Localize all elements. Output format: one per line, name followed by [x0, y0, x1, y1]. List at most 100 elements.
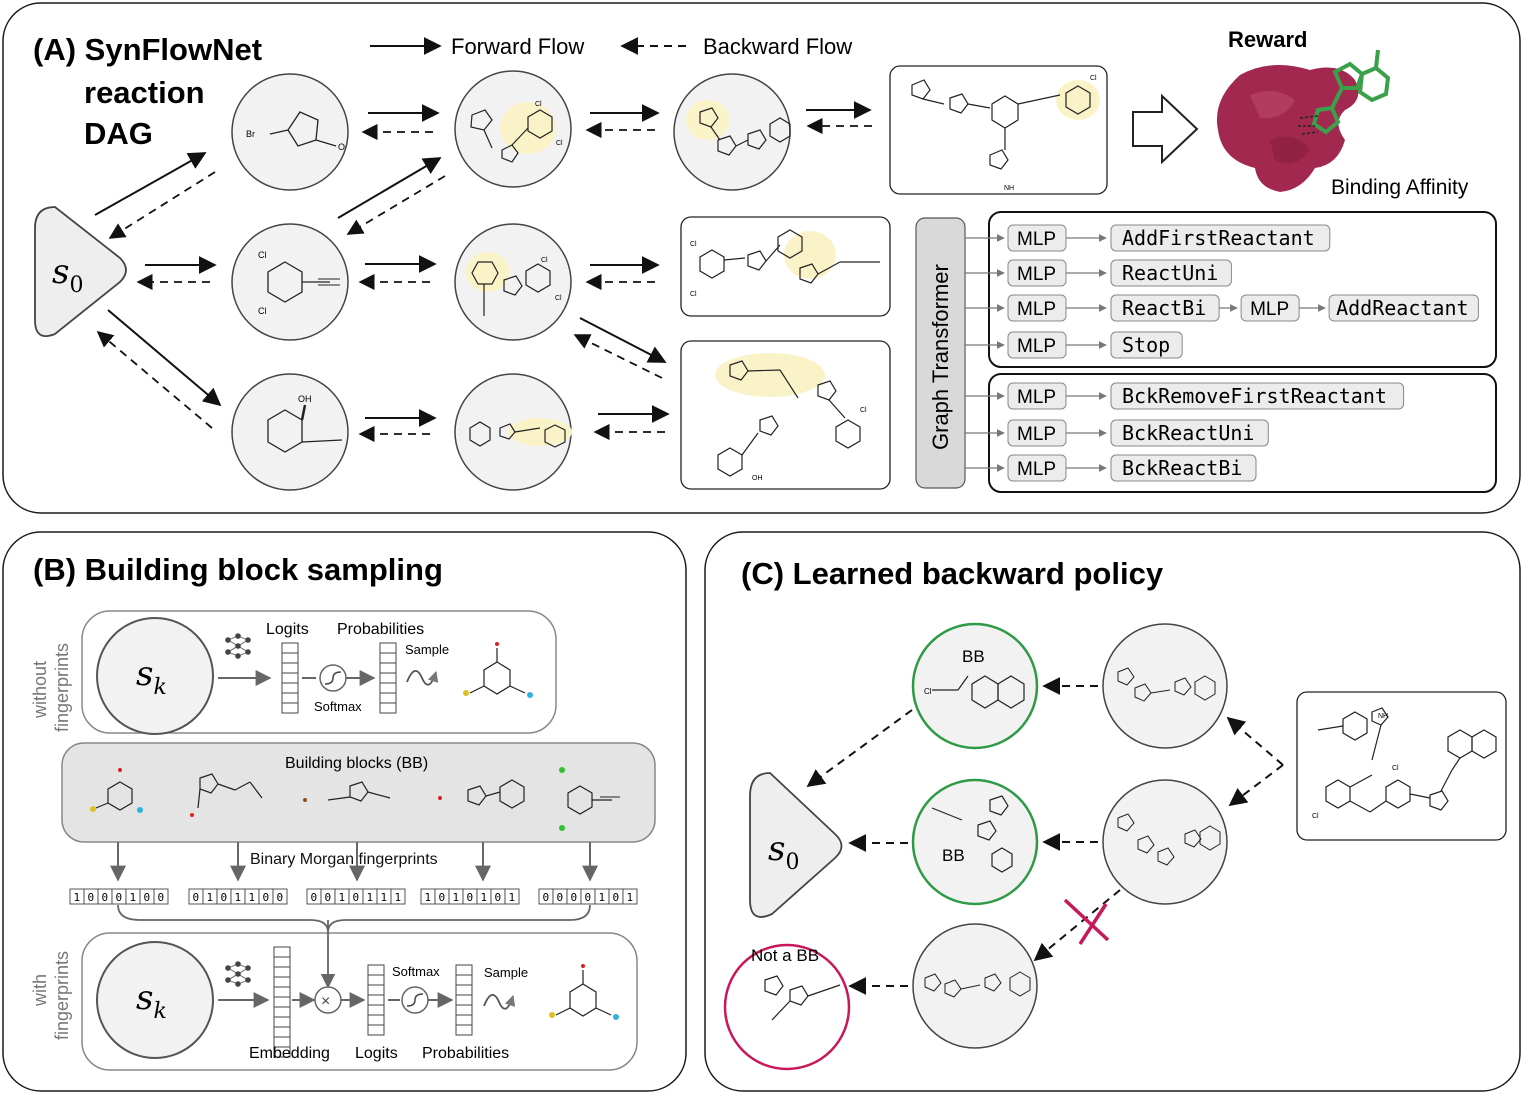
- fingerprint-bit: [153, 888, 169, 905]
- vector-cell: [273, 976, 291, 988]
- s0-node: [34, 206, 127, 338]
- backward-action-box: [1110, 454, 1257, 482]
- bb-node-2: BB: [911, 778, 1039, 906]
- forward-action-label: ReactBi: [1122, 296, 1206, 320]
- s0-node-c: [749, 772, 843, 918]
- svg-text:Cl: Cl: [258, 306, 267, 316]
- legend-forward-label: Forward Flow: [451, 34, 584, 59]
- vector-cell: [273, 996, 291, 1008]
- fingerprint-bit-label: 1: [425, 891, 432, 904]
- legend-backward-label: Backward Flow: [703, 34, 852, 59]
- arrow-f-1b: [337, 157, 442, 219]
- logits-vector-2: [367, 964, 385, 1036]
- vector-cell: [455, 974, 473, 986]
- fingerprint-bit-label: 0: [263, 891, 270, 904]
- vector-cell: [455, 1004, 473, 1016]
- svg-text:OH: OH: [752, 475, 763, 482]
- product-box-3: OH Cl: [680, 340, 891, 490]
- second-mlp-label: MLP: [1250, 299, 1289, 320]
- sk-label-top: sk: [136, 654, 167, 700]
- fingerprint-bit-label: 0: [116, 891, 123, 904]
- svg-text:Cl: Cl: [690, 241, 697, 248]
- fingerprint-bit-label: 0: [193, 891, 200, 904]
- building-blocks-box: [61, 742, 656, 843]
- product-box-2: Cl Cl: [680, 216, 891, 317]
- vector-cell: [281, 692, 299, 704]
- svg-text:O: O: [338, 142, 345, 152]
- backward-mlp-label: MLP: [1017, 387, 1056, 408]
- svg-text:NH: NH: [1004, 185, 1014, 192]
- mol-pyrazole-triazole: [673, 73, 791, 191]
- binding-affinity-label: Binding Affinity: [1331, 176, 1469, 199]
- backward-action-label: BckRemoveFirstReactant: [1122, 384, 1387, 408]
- arrow-b-1b: [346, 175, 446, 235]
- vector-cell: [367, 984, 385, 996]
- intermediate-node-top: [1102, 623, 1228, 749]
- fingerprint-bit: [504, 888, 520, 905]
- fingerprint-bit-label: 0: [543, 891, 550, 904]
- forward-action-box: [1110, 331, 1183, 359]
- fingerprint-bit-label: 1: [339, 891, 346, 904]
- bb-molecule-3: [303, 781, 391, 802]
- vector-cell: [281, 702, 299, 714]
- vector-cell: [367, 1014, 385, 1026]
- mol-lactone-triazole: Cl Cl: [454, 70, 572, 188]
- probabilities-label: Probabilities: [337, 621, 424, 638]
- fingerprint-bit-label: 1: [453, 891, 460, 904]
- fingerprint-bit: [622, 888, 638, 905]
- logits-vector: [281, 642, 299, 714]
- arrow-b-2c: [573, 334, 663, 379]
- bb-molecule-5: [559, 767, 620, 831]
- embedding-vector: [273, 946, 291, 1058]
- arrow-mol3-to-s0: [96, 330, 213, 429]
- probabilities-vector-2: [455, 964, 473, 1036]
- not-bb-node: Not a BB: [723, 943, 851, 1071]
- vector-cell: [273, 986, 291, 998]
- svg-text:BB: BB: [962, 647, 985, 666]
- bb-node-1: BB Cl: [911, 622, 1039, 750]
- vector-cell: [273, 1046, 291, 1058]
- fingerprint-bit: [272, 888, 288, 905]
- fingerprint-bit-label: 0: [467, 891, 474, 904]
- reward-label: Reward: [1228, 27, 1307, 52]
- sample-squiggle-2: [483, 994, 516, 1010]
- fingerprint-bit-label: 0: [311, 891, 318, 904]
- fingerprint-bit-label: 0: [495, 891, 502, 904]
- vector-cell: [281, 642, 299, 654]
- vector-cell: [379, 682, 397, 694]
- bb-molecule-2: [190, 773, 263, 817]
- graph-transformer-label: Graph Transformer: [928, 264, 953, 450]
- vector-cell: [455, 984, 473, 996]
- intermediate-node-bottom: [912, 923, 1038, 1049]
- softmax-label: Softmax: [314, 699, 362, 714]
- vector-cell: [455, 964, 473, 976]
- mol-cyclohexanol-alkyne: OH: [231, 373, 349, 491]
- mol-cyclohexanol-phenylalkyne: [454, 373, 572, 491]
- protein-illustration: [1216, 65, 1359, 192]
- fingerprint-bit-label: 1: [381, 891, 388, 904]
- mol-cyclohexyl-triazole-alkyne: Cl Cl: [454, 223, 572, 341]
- vector-cell: [379, 692, 397, 704]
- fingerprint-bit-label: 0: [557, 891, 564, 904]
- fingerprint-bit-label: 1: [130, 891, 137, 904]
- intermediate-node-middle: [1102, 779, 1228, 905]
- product-box-1: Cl NH: [889, 65, 1108, 195]
- svg-text:Cl: Cl: [555, 295, 562, 302]
- sk-label-bottom: sk: [136, 978, 167, 1024]
- cross-mark: [1063, 898, 1110, 945]
- fingerprint-bit-label: 1: [627, 891, 634, 904]
- vector-cell: [379, 642, 397, 654]
- vector-cell: [273, 966, 291, 978]
- fingerprint-bit-label: 1: [509, 891, 516, 904]
- fingerprint-bit-label: 1: [207, 891, 214, 904]
- binding-dashes: [1298, 115, 1319, 135]
- fingerprint-bit-label: 1: [599, 891, 606, 904]
- mol-dichlorophenylacetylene: Cl Cl: [231, 223, 349, 341]
- svg-text:NH: NH: [1378, 713, 1388, 720]
- neural-net-icon-2: [225, 961, 251, 987]
- vector-cell: [379, 672, 397, 684]
- fingerprint-bit-label: 1: [367, 891, 374, 904]
- add-reactant-label: AddReactant: [1336, 296, 1468, 320]
- embedding-label: Embedding: [249, 1045, 330, 1062]
